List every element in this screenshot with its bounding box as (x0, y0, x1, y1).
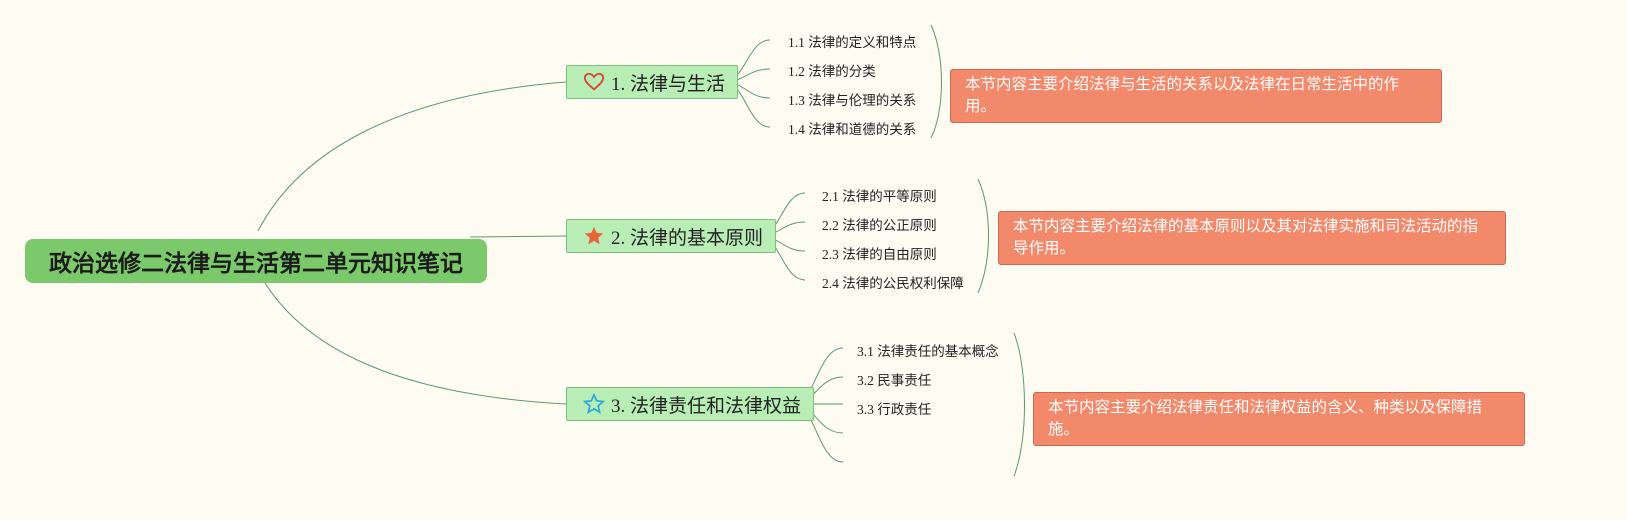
topic-label: 2. 法律的基本原则 (611, 227, 764, 249)
topic-label: 1. 法律与生活 (611, 73, 726, 95)
topic-law-and-life[interactable]: 1. 法律与生活 (566, 65, 739, 99)
subtopic-item[interactable]: 1.1 法律的定义和特点 (788, 35, 917, 50)
subtopic-item[interactable]: 1.4 法律和道德的关系 (788, 122, 917, 137)
star-filled-icon (583, 225, 605, 247)
summary-text: 本节内容主要介绍法律责任和法律权益的含义、种类以及保障措施。 (1048, 399, 1483, 438)
summary-text: 本节内容主要介绍法律与生活的关系以及法律在日常生活中的作用。 (965, 76, 1400, 115)
root-title: 政治选修二法律与生活第二单元知识笔记 (49, 251, 463, 277)
subtopic-item[interactable]: 2.2 法律的公正原则 (822, 218, 937, 233)
heart-icon (583, 71, 605, 93)
subtopic-item[interactable]: 1.3 法律与伦理的关系 (788, 93, 917, 108)
topic-label: 3. 法律责任和法律权益 (611, 395, 802, 417)
subtopic-item[interactable]: 2.1 法律的平等原则 (822, 189, 937, 204)
subtopic-item[interactable]: 2.4 法律的公民权利保障 (822, 276, 964, 291)
subtopic-item[interactable]: 1.2 法律的分类 (788, 64, 876, 79)
summary-note[interactable]: 本节内容主要介绍法律责任和法律权益的含义、种类以及保障措施。 (1033, 392, 1525, 446)
root-topic[interactable]: 政治选修二法律与生活第二单元知识笔记 (25, 239, 487, 283)
topic-liability-and-rights[interactable]: 3. 法律责任和法律权益 (566, 387, 815, 421)
topic-basic-principles[interactable]: 2. 法律的基本原则 (566, 219, 777, 253)
summary-note[interactable]: 本节内容主要介绍法律的基本原则以及其对法律实施和司法活动的指导作用。 (998, 211, 1506, 265)
summary-text: 本节内容主要介绍法律的基本原则以及其对法律实施和司法活动的指导作用。 (1013, 218, 1479, 257)
subtopic-item[interactable]: 2.3 法律的自由原则 (822, 247, 937, 262)
subtopic-item[interactable]: 3.2 民事责任 (857, 373, 932, 388)
subtopic-item[interactable]: 3.1 法律责任的基本概念 (857, 344, 999, 359)
summary-note[interactable]: 本节内容主要介绍法律与生活的关系以及法律在日常生活中的作用。 (950, 69, 1442, 123)
star-outline-icon (582, 392, 606, 415)
subtopic-item[interactable]: 3.3 行政责任 (857, 402, 932, 417)
